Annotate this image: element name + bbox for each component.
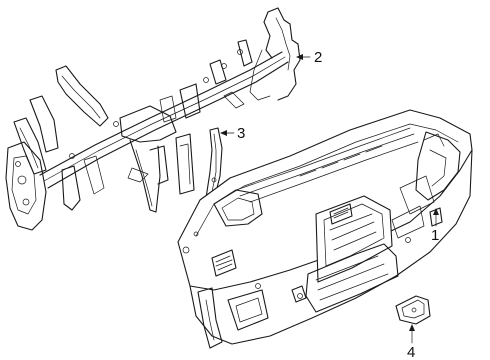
- leader-lines: [220, 54, 439, 344]
- callout-1: 1: [431, 227, 440, 244]
- callout-3: 3: [237, 125, 246, 142]
- instrument-panel: [177, 109, 473, 349]
- cross-car-beam: [5, 7, 301, 231]
- callout-2: 2: [314, 49, 323, 66]
- small-bracket: [395, 295, 431, 325]
- callout-4: 4: [407, 344, 416, 360]
